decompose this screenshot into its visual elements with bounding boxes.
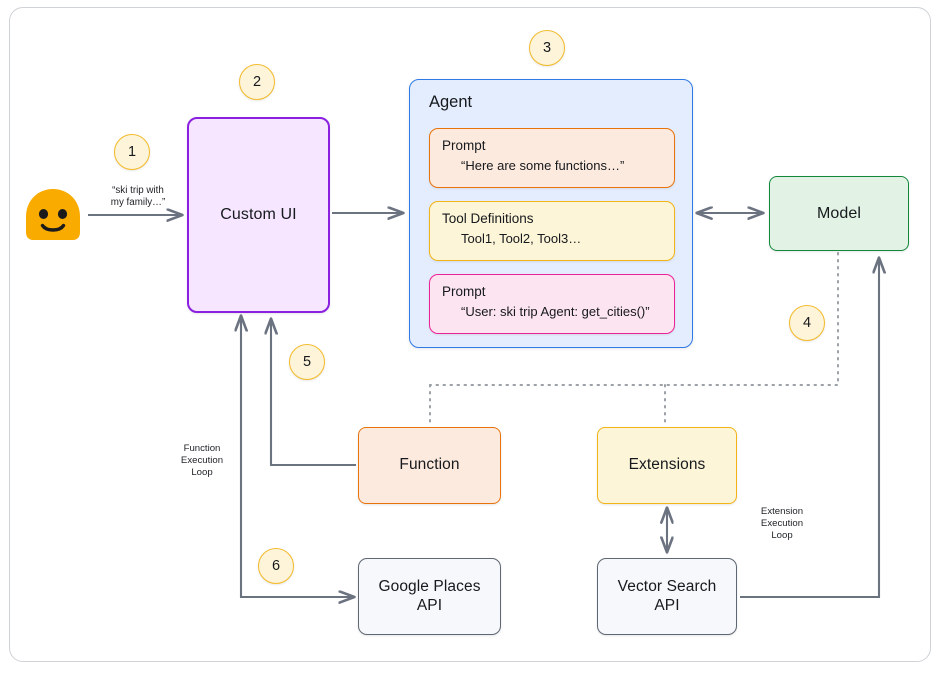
node-agent-title: Agent xyxy=(429,93,473,111)
node-extensions[interactable]: Extensions xyxy=(597,427,737,504)
step-badge-3: 3 xyxy=(529,30,565,66)
node-google-places-api[interactable]: Google Places API xyxy=(358,558,501,635)
node-model-label: Model xyxy=(816,204,862,222)
agent-item-tool-definitions-detail: Tool1, Tool2, Tool3… xyxy=(461,231,582,246)
function-execution-loop-label: Function Execution Loop xyxy=(180,443,224,479)
node-custom-ui-label: Custom UI xyxy=(220,206,297,224)
step-badge-2: 2 xyxy=(239,64,275,100)
agent-item-prompt-functions[interactable]: Prompt “Here are some functions…” xyxy=(429,128,675,188)
agent-item-prompt-conversation[interactable]: Prompt “User: ski trip Agent: get_cities… xyxy=(429,274,675,334)
agent-item-tool-definitions-title: Tool Definitions xyxy=(442,211,534,226)
step-badge-5: 5 xyxy=(289,344,325,380)
agent-item-prompt-functions-detail: “Here are some functions…” xyxy=(461,158,625,173)
node-vector-search-api-label: Vector Search API xyxy=(617,577,717,614)
user-query-label: “ski trip with my family…” xyxy=(110,185,166,209)
node-extensions-label: Extensions xyxy=(628,456,706,474)
step-badge-1: 1 xyxy=(114,134,150,170)
node-function[interactable]: Function xyxy=(358,427,501,504)
step-badge-6: 6 xyxy=(258,548,294,584)
extension-execution-loop-label: Extension Execution Loop xyxy=(760,506,804,542)
agent-item-prompt-conversation-title: Prompt xyxy=(442,284,486,299)
node-agent[interactable]: Agent Prompt “Here are some functions…” … xyxy=(409,79,693,348)
node-vector-search-api[interactable]: Vector Search API xyxy=(597,558,737,635)
agent-item-prompt-conversation-detail: “User: ski trip Agent: get_cities()” xyxy=(461,304,650,319)
agent-item-prompt-functions-title: Prompt xyxy=(442,138,486,153)
node-google-places-api-label: Google Places API xyxy=(378,577,481,614)
step-badge-4: 4 xyxy=(789,305,825,341)
node-function-label: Function xyxy=(399,456,460,474)
node-custom-ui[interactable]: Custom UI xyxy=(187,117,330,313)
node-model[interactable]: Model xyxy=(769,176,909,251)
agent-item-tool-definitions[interactable]: Tool Definitions Tool1, Tool2, Tool3… xyxy=(429,201,675,261)
smiley-face-emoji xyxy=(26,189,80,240)
